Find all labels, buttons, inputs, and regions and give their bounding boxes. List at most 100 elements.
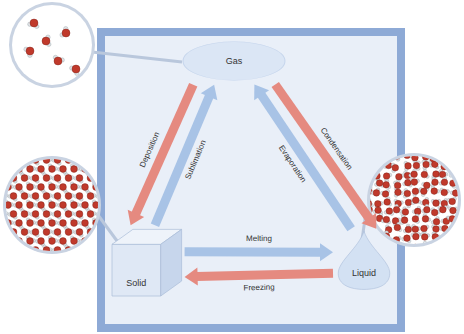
oxygen-atom bbox=[104, 202, 111, 209]
hydrogen-atom bbox=[460, 189, 464, 193]
oxygen-atom bbox=[93, 166, 100, 173]
oxygen-atom bbox=[403, 245, 410, 252]
oxygen-atom bbox=[424, 182, 431, 189]
phase-change-arrow bbox=[275, 84, 376, 228]
hydrogen-atom bbox=[435, 158, 439, 162]
oxygen-atom bbox=[71, 238, 78, 245]
hydrogen-atom bbox=[366, 161, 370, 165]
hydrogen-atom bbox=[92, 230, 96, 234]
hydrogen-atom bbox=[4, 236, 8, 240]
hydrogen-atom bbox=[459, 153, 463, 157]
hydrogen-atom bbox=[368, 184, 372, 188]
arrow-shaft bbox=[261, 94, 351, 228]
oxygen-atom bbox=[21, 247, 28, 254]
oxygen-atom bbox=[375, 207, 382, 214]
oxygen-atom bbox=[396, 245, 403, 252]
oxygen-atom bbox=[365, 200, 372, 207]
oxygen-atom bbox=[43, 193, 50, 200]
oxygen-atom bbox=[60, 220, 67, 227]
hydrogen-atom bbox=[395, 242, 399, 246]
oxygen-atom bbox=[43, 211, 50, 218]
oxygen-atom bbox=[412, 244, 419, 251]
hydrogen-atom bbox=[378, 229, 382, 233]
molecules bbox=[362, 151, 464, 254]
hydrogen-atom bbox=[87, 245, 91, 249]
oxygen-atom bbox=[383, 233, 390, 240]
hydrogen-atom bbox=[96, 230, 100, 234]
oxygen-atom bbox=[16, 184, 23, 191]
oxygen-atom bbox=[71, 202, 78, 209]
arrow-head bbox=[201, 85, 218, 100]
hydrogen-atom bbox=[383, 153, 387, 157]
hydrogen-atom bbox=[107, 224, 111, 228]
oxygen-atom bbox=[449, 216, 456, 223]
oxygen-atom bbox=[405, 199, 412, 206]
oxygen-atom bbox=[384, 199, 391, 206]
hydrogen-atom bbox=[463, 183, 464, 187]
oxygen-atom bbox=[5, 184, 12, 191]
oxygen-atom bbox=[82, 166, 89, 173]
oxygen-atom bbox=[27, 184, 34, 191]
hydrogen-atom bbox=[98, 221, 102, 225]
oxygen-atom bbox=[0, 193, 6, 200]
oxygen-atom bbox=[450, 242, 457, 249]
hydrogen-atom bbox=[454, 179, 458, 183]
hydrogen-atom bbox=[107, 170, 111, 174]
oxygen-atom bbox=[62, 29, 70, 37]
hydrogen-atom bbox=[363, 155, 367, 159]
hydrogen-atom bbox=[96, 176, 100, 180]
hydrogen-atom bbox=[381, 236, 385, 240]
arrow-shaft bbox=[197, 273, 333, 276]
oxygen-atom bbox=[395, 189, 402, 196]
oxygen-atom bbox=[422, 154, 429, 161]
oxygen-atom bbox=[32, 193, 39, 200]
oxygen-atom bbox=[433, 200, 440, 207]
hydrogen-atom bbox=[107, 206, 111, 210]
oxygen-atom bbox=[412, 226, 419, 233]
oxygen-atom bbox=[65, 229, 72, 236]
oxygen-atom bbox=[432, 161, 439, 168]
oxygen-atom bbox=[65, 193, 72, 200]
leader-line bbox=[98, 215, 120, 245]
oxygen-atom bbox=[16, 202, 23, 209]
hydrogen-atom bbox=[462, 158, 464, 162]
hydrogen-atom bbox=[74, 248, 78, 252]
magnifier-rim bbox=[9, 2, 95, 88]
oxygen-atom bbox=[27, 238, 34, 245]
liquid-drop-outline bbox=[336, 230, 392, 290]
molecules bbox=[0, 155, 118, 255]
solid-cube-outline bbox=[112, 228, 182, 296]
oxygen-atom bbox=[459, 179, 464, 186]
oxygen-atom bbox=[54, 193, 61, 200]
oxygen-atom bbox=[411, 171, 418, 178]
oxygen-atom bbox=[433, 226, 440, 233]
hydrogen-atom bbox=[463, 194, 464, 198]
oxygen-atom bbox=[87, 229, 94, 236]
oxygen-atom bbox=[109, 211, 116, 218]
hydrogen-atom bbox=[85, 242, 89, 246]
oxygen-atom bbox=[98, 193, 105, 200]
solid-cube: Solid bbox=[112, 228, 182, 296]
oxygen-atom bbox=[404, 235, 411, 242]
hydrogen-atom bbox=[114, 212, 118, 216]
oxygen-atom bbox=[402, 209, 409, 216]
arrow-head bbox=[361, 213, 376, 229]
oxygen-atom bbox=[411, 179, 418, 186]
hydrogen-atom bbox=[397, 152, 401, 156]
hydrogen-atom bbox=[368, 159, 372, 163]
hydrogen-atom bbox=[107, 242, 111, 246]
hydrogen-atom bbox=[0, 206, 1, 210]
hydrogen-atom bbox=[96, 158, 100, 162]
oxygen-atom bbox=[54, 229, 61, 236]
shape bbox=[161, 229, 182, 296]
hydrogen-atom bbox=[0, 191, 3, 195]
oxygen-atom bbox=[16, 220, 23, 227]
oxygen-atom bbox=[431, 209, 438, 216]
hydrogen-atom bbox=[30, 158, 34, 162]
oxygen-atom bbox=[5, 166, 12, 173]
oxygen-atom bbox=[393, 237, 400, 244]
hydrogen-atom bbox=[399, 250, 403, 254]
hydrogen-atom bbox=[463, 242, 464, 246]
oxygen-atom bbox=[38, 202, 45, 209]
oxygen-atom bbox=[453, 162, 460, 169]
